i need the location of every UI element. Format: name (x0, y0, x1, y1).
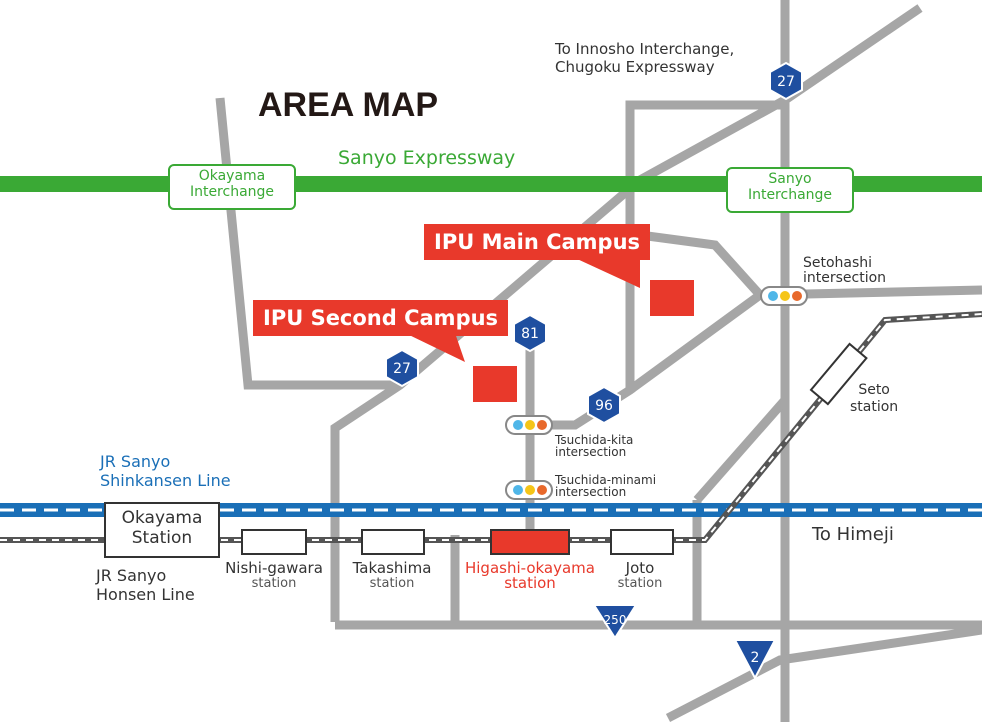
higashi-okayama-station-box (490, 529, 570, 555)
okayama-station-box (104, 502, 220, 558)
station-word: station (369, 576, 415, 591)
route-number: 81 (521, 326, 539, 342)
honsen-line (0, 311, 982, 543)
seto-station-box (809, 342, 868, 406)
second-campus-block (473, 366, 517, 402)
okayama-station-label: Okayama Station (121, 508, 203, 548)
route-number: 27 (393, 361, 411, 377)
seto-station-label: Seto station (850, 382, 899, 415)
traffic-light-tsuchida-kita-icon (505, 415, 553, 435)
joto-station-box (610, 529, 674, 555)
second-campus-label: IPU Second Campus (253, 300, 509, 336)
station-name: Takashima (352, 559, 432, 577)
station-name: Joto (625, 559, 655, 577)
tsuchida-minami-label: Tsuchida-minami intersection (555, 473, 657, 499)
route-27-road (330, 4, 923, 622)
main-campus-pointer (575, 258, 640, 288)
route-badge-27-south: 27 (385, 348, 419, 388)
route-number: 27 (777, 74, 795, 90)
takashima-station-box (361, 529, 425, 555)
traffic-light-setohashi-icon (760, 286, 808, 306)
higashi-okayama-station-label: Higashi-okayama station (464, 559, 595, 592)
route-number: 96 (595, 398, 613, 414)
route-badge-250: 250 (592, 604, 638, 640)
station-word: station (251, 576, 297, 591)
traffic-light-tsuchida-minami-icon (505, 480, 553, 500)
road-loop-north (625, 100, 785, 390)
expressway-name: Sanyo Expressway (338, 147, 516, 169)
tsuchida-kita-label: Tsuchida-kita intersection (555, 433, 634, 459)
road-main-campus (639, 230, 764, 299)
to-himeji-label: To Himeji (812, 524, 894, 545)
route-badge-27-north: 27 (769, 61, 803, 101)
route-2-road (665, 625, 982, 722)
map-title: AREA MAP (258, 86, 439, 124)
innosho-direction-label: To Innosho Interchange, Chugoku Expressw… (555, 40, 735, 76)
nishigawara-station-box (241, 529, 307, 555)
route-badge-2: 2 (733, 639, 777, 681)
route-96-road (530, 285, 982, 430)
setohashi-intersection-label: Setohashi intersection (803, 255, 887, 286)
second-campus-pointer (405, 333, 465, 362)
main-campus-block (650, 280, 694, 316)
route-badge-81: 81 (513, 313, 547, 353)
main-campus-label: IPU Main Campus (424, 224, 651, 260)
joto-station-label: Joto station (580, 559, 700, 592)
nishigawara-station-label: Nishi-gawara station (214, 559, 334, 592)
takashima-station-label: Takashima station (332, 559, 452, 592)
road-joto-diag (693, 397, 789, 503)
station-word: station (617, 576, 663, 591)
route-number: 2 (751, 650, 760, 666)
honsen-line-label: JR Sanyo Honsen Line (96, 566, 195, 604)
sanyo-interchange: Sanyo Interchange (726, 167, 854, 213)
shinkansen-line-label: JR Sanyo Shinkansen Line (100, 452, 231, 490)
route-badge-96: 96 (587, 385, 621, 425)
okayama-interchange: Okayama Interchange (168, 164, 296, 210)
route-number: 250 (604, 613, 627, 627)
road-west-loop (215, 97, 398, 390)
station-name: Nishi-gawara (225, 559, 323, 577)
